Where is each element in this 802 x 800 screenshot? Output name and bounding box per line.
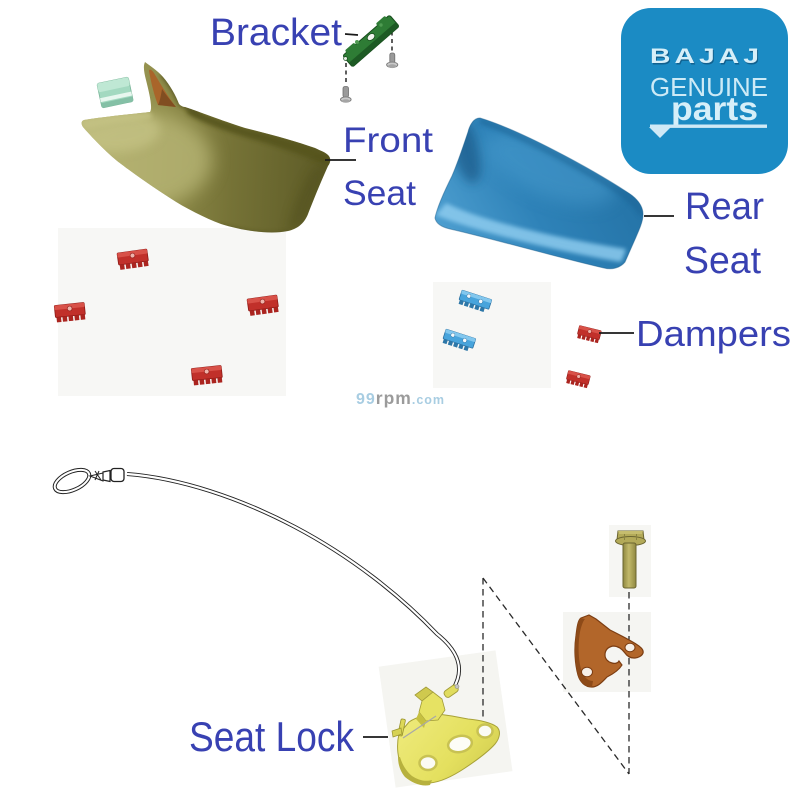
svg-text:Seat: Seat (343, 174, 416, 213)
svg-text:Rear: Rear (685, 186, 764, 228)
svg-text:BAJAJ: BAJAJ (651, 47, 764, 70)
svg-text:Seat Lock: Seat Lock (189, 713, 355, 760)
svg-text:99rpm.com: 99rpm.com (356, 388, 445, 408)
svg-text:parts: parts (671, 90, 758, 127)
svg-text:BAJAJ: BAJAJ (650, 45, 763, 68)
svg-text:Seat: Seat (684, 240, 761, 282)
svg-text:Dampers: Dampers (636, 313, 791, 354)
svg-text:Bracket: Bracket (210, 12, 342, 54)
svg-text:Front: Front (343, 121, 433, 160)
svg-text:GENUINE: GENUINE (650, 72, 768, 102)
